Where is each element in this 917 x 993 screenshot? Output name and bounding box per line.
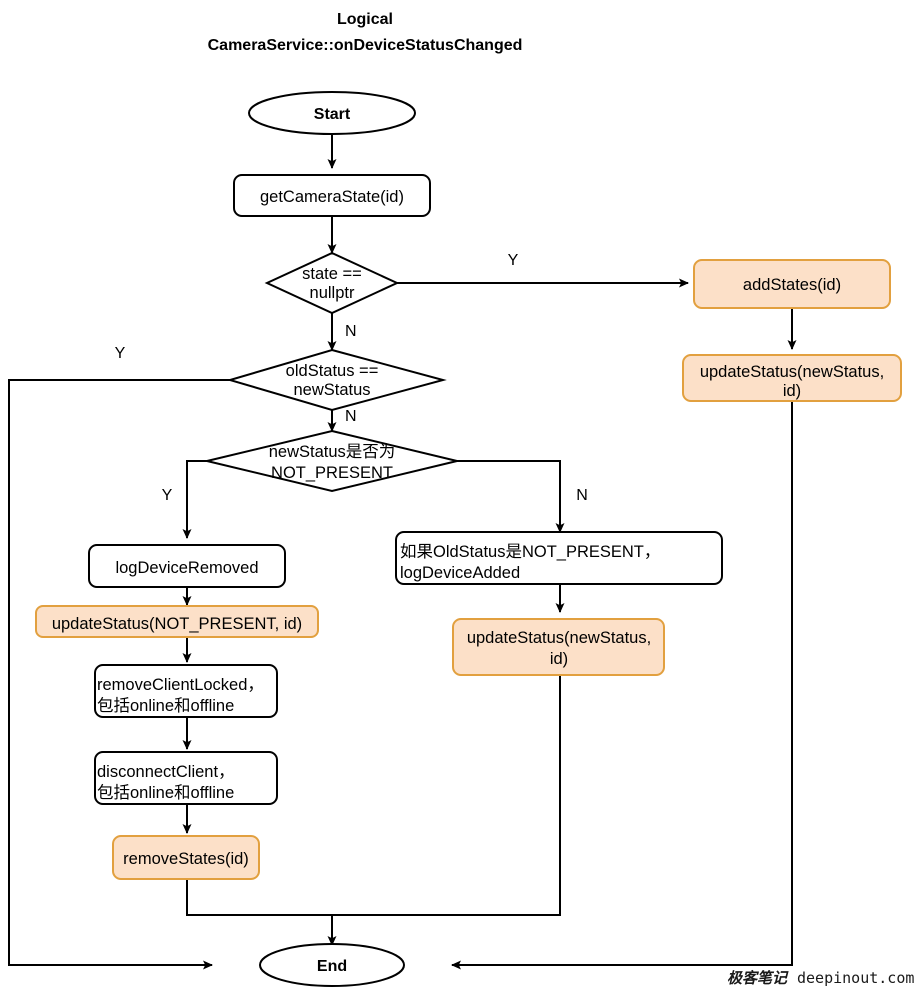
node-remove-states[interactable]: removeStates(id) <box>112 835 260 880</box>
remove-client-locked-line1: removeClientLocked， <box>97 676 264 694</box>
watermark-en: deepinout.com <box>797 969 914 987</box>
node-log-device-added[interactable]: 如果OldStatus是NOT_PRESENT， logDeviceAdded <box>395 531 723 585</box>
update-status-right-line2: id) <box>783 382 801 400</box>
update-status-not-present-box <box>35 605 319 638</box>
edge-removestates-to-end <box>186 879 337 946</box>
state-null-check-line1: state == <box>302 265 362 283</box>
log-device-added-line1: 如果OldStatus是NOT_PRESENT， <box>400 542 660 561</box>
edge-label-notpresentcheck-no: N <box>576 487 588 504</box>
node-get-camera-state[interactable]: getCameraState(id) <box>233 174 431 217</box>
node-log-device-removed[interactable]: logDeviceRemoved <box>88 544 286 588</box>
remove-client-locked-line2: 包括online和offline <box>97 696 234 715</box>
watermark-cn: 极客笔记 <box>727 969 789 987</box>
disconnect-client-line2: 包括online和offline <box>97 783 234 802</box>
disconnect-client-box <box>94 751 278 805</box>
log-device-removed-box <box>88 544 286 588</box>
log-device-removed-label: logDeviceRemoved <box>115 559 258 577</box>
log-device-added-box <box>395 531 723 585</box>
update-status-mid-line1: updateStatus(newStatus, <box>467 629 651 647</box>
node-add-states[interactable]: addStates(id) <box>693 259 891 309</box>
log-device-added-line2: logDeviceAdded <box>400 564 520 582</box>
node-old-new-status-check[interactable]: oldStatus == newStatus <box>226 348 447 412</box>
start-label: Start <box>314 106 351 123</box>
node-update-status-mid[interactable]: updateStatus(newStatus, id) <box>452 618 665 676</box>
edge-label-oldnewcheck-no: N <box>345 408 357 425</box>
old-new-status-check-line1: oldStatus == <box>286 362 379 380</box>
end-ellipse <box>259 943 405 987</box>
not-present-check-line2: NOT_PRESENT <box>271 464 393 482</box>
start-ellipse <box>248 91 416 135</box>
update-status-not-present-label: updateStatus(NOT_PRESENT, id) <box>52 615 302 633</box>
update-status-mid-box <box>452 618 665 676</box>
state-null-check-diamond <box>264 251 400 315</box>
edge-label-statecheck-no: N <box>345 323 357 340</box>
end-label: End <box>317 958 347 975</box>
node-disconnect-client[interactable]: disconnectClient， 包括online和offline <box>94 751 278 805</box>
edge-updatestatus-right-to-end <box>451 401 793 970</box>
diagram-title-line1: Logical <box>337 11 393 28</box>
update-status-right-line1: updateStatus(newStatus, <box>700 363 884 381</box>
remove-states-box <box>112 835 260 880</box>
edge-notpresentcheck-yes-to-logdeviceremoved <box>182 460 207 539</box>
update-status-right-box <box>682 354 902 402</box>
edge-notpresentcheck-no-to-logdeviceadded <box>457 460 565 533</box>
update-status-mid-line2: id) <box>550 650 568 668</box>
old-new-status-check-diamond <box>226 348 447 412</box>
edge-updatestatus-mid-to-end <box>332 675 561 916</box>
get-camera-state-label: getCameraState(id) <box>260 188 404 206</box>
not-present-check-line1: newStatus是否为 <box>269 442 396 461</box>
not-present-check-diamond <box>206 429 458 493</box>
edge-oldnewcheck-yes-to-end <box>8 379 230 970</box>
old-new-status-check-line2: newStatus <box>293 381 370 399</box>
remove-client-locked-box <box>94 664 278 718</box>
node-remove-client-locked[interactable]: removeClientLocked， 包括online和offline <box>94 664 278 718</box>
state-null-check-line2: nullptr <box>310 284 355 302</box>
edge-label-statecheck-yes: Y <box>508 252 519 269</box>
remove-states-label: removeStates(id) <box>123 850 249 868</box>
edge-label-oldnewcheck-yes: Y <box>115 345 126 362</box>
get-camera-state-box <box>233 174 431 217</box>
edge-label-notpresentcheck-yes: Y <box>162 487 173 504</box>
diagram-title-line2: CameraService::onDeviceStatusChanged <box>208 37 523 54</box>
add-states-label: addStates(id) <box>743 276 841 294</box>
node-not-present-check[interactable]: newStatus是否为 NOT_PRESENT <box>206 429 458 493</box>
node-state-null-check[interactable]: state == nullptr <box>264 251 400 315</box>
node-update-status-right[interactable]: updateStatus(newStatus, id) <box>682 354 902 402</box>
disconnect-client-line1: disconnectClient， <box>97 763 235 781</box>
add-states-box <box>693 259 891 309</box>
node-end[interactable]: End <box>259 943 405 987</box>
node-start[interactable]: Start <box>248 91 416 135</box>
node-update-status-not-present[interactable]: updateStatus(NOT_PRESENT, id) <box>35 605 319 638</box>
